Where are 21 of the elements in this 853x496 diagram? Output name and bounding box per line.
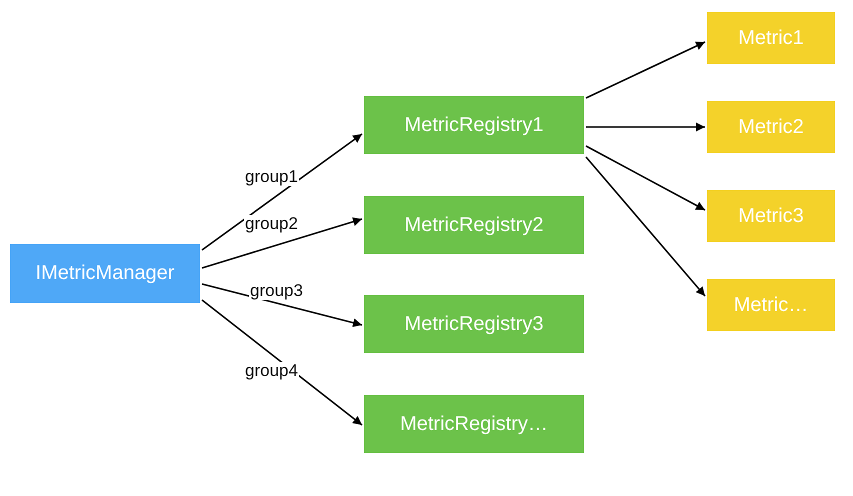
registry-box: MetricRegistry3 [364,295,584,353]
edge-label: group3 [249,282,304,300]
manager-box: IMetricManager [10,244,200,303]
arrow [202,133,362,251]
arrow [202,283,362,328]
edge-label: group4 [244,362,299,380]
metric-box: Metric3 [707,190,835,242]
metric-box: Metric… [707,279,835,331]
arrow [202,299,362,426]
metric-box: Metric1 [707,12,835,64]
arrow [586,145,706,211]
edge-label: group2 [244,215,299,233]
registry-box: MetricRegistry… [364,395,584,453]
arrow [202,217,362,269]
arrow [586,122,705,132]
arrow [586,41,706,99]
edge-label: group1 [244,168,299,186]
arrow [585,156,706,297]
registry-box: MetricRegistry2 [364,196,584,254]
registry-box: MetricRegistry1 [364,96,584,154]
metric-box: Metric2 [707,101,835,153]
